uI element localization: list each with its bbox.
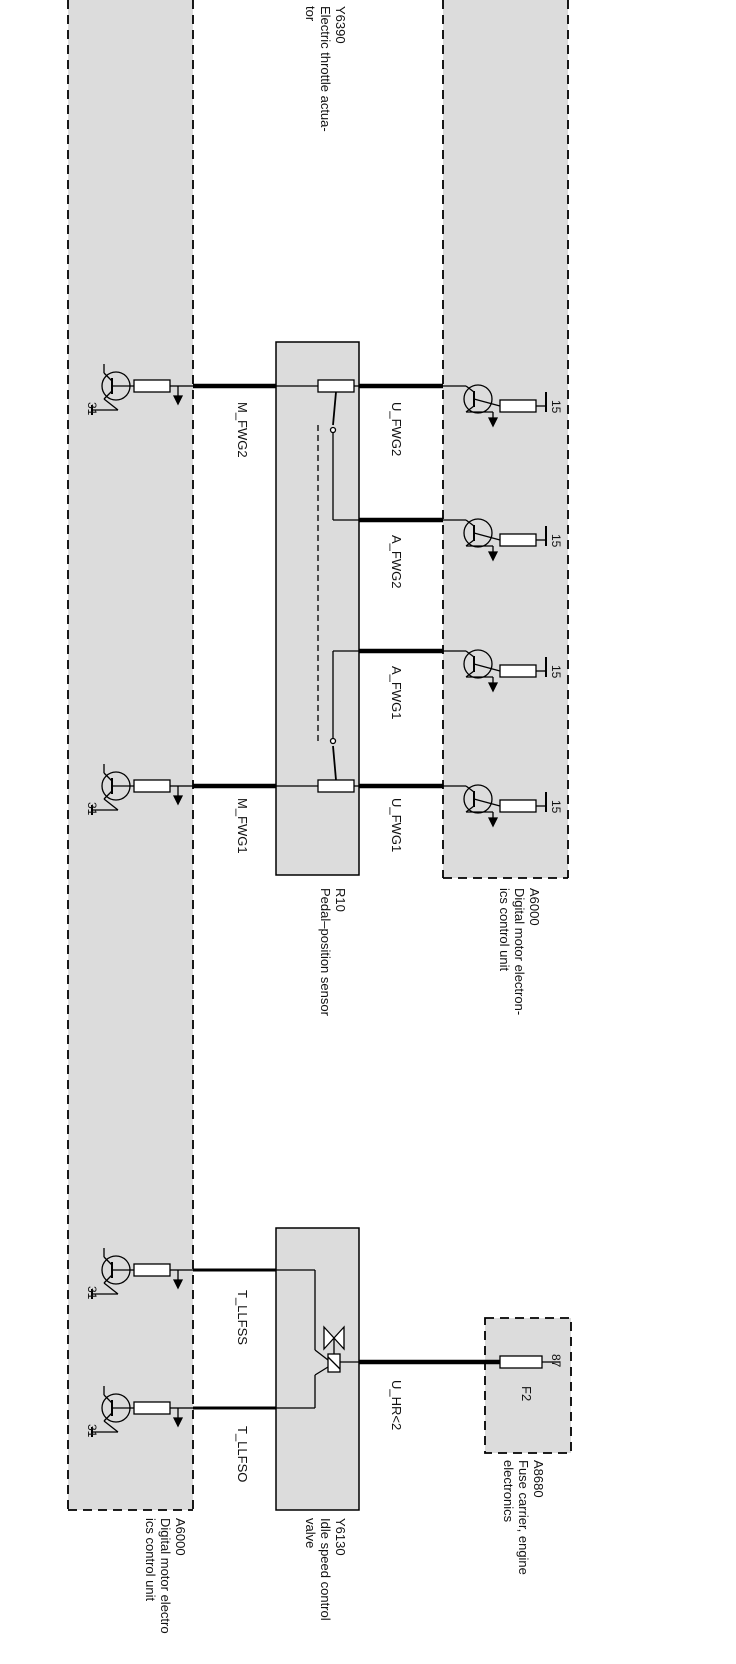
svg-text:Y6130: Y6130 (333, 1518, 348, 1556)
terminal-31-1: 31 (85, 402, 99, 416)
throttle-name: Electric throttle actua-tor (303, 6, 333, 132)
signal-label-t-llfss: T_LLFSS (235, 1290, 250, 1345)
ground-stage-4 (91, 1386, 193, 1437)
signal-label-a-fwg1: A_FWG1 (389, 666, 404, 719)
terminal-31-3: 31 (85, 1286, 99, 1300)
component-label-y6130: Y6130 Idle speed controlvalve (303, 1518, 348, 1621)
dme-ground-side-region (68, 0, 193, 1510)
signal-label-a-fwg2: A_FWG2 (389, 535, 404, 588)
signal-label-t-llfso: T_LLFSO (235, 1426, 250, 1482)
terminal-15-3: 15 (549, 665, 563, 679)
terminal-15-4: 15 (549, 800, 563, 814)
fuse-carrier-box (484, 1317, 572, 1454)
idle-valve-box (275, 1227, 360, 1511)
component-label-y6390: Y6390 Electric throttle actua-tor (303, 6, 348, 132)
svg-text:Y6390: Y6390 (333, 6, 348, 44)
svg-text:Pedal–position sensor: Pedal–position sensor (318, 888, 333, 1017)
signal-label-m-fwg1: M_FWG1 (235, 798, 250, 854)
component-label-r10: R10 Pedal–position sensor (318, 888, 348, 1017)
supply-stage-1 (443, 384, 547, 428)
component-label-a6000-left: A6000 Digital motor electroics control u… (143, 1518, 188, 1634)
terminal-87: 87 (549, 1354, 563, 1368)
fuse-f2 (499, 1355, 543, 1369)
svg-text:A8680: A8680 (531, 1460, 546, 1498)
svg-text:Fuse carrier, engineelectronic: Fuse carrier, engineelectronics (501, 1460, 531, 1575)
signal-label-u-fwg2: U_FWG2 (389, 402, 404, 456)
supply-stage-2 (443, 518, 547, 562)
signal-label-u-fwg1: U_FWG1 (389, 798, 404, 852)
svg-text:A6000: A6000 (527, 888, 542, 926)
terminal-15-1: 15 (549, 400, 563, 414)
component-label-a8680: A8680 Fuse carrier, engineelectronics (501, 1460, 546, 1575)
dme-supply-side-region (443, 0, 568, 878)
supply-stage-3 (443, 649, 547, 693)
svg-text:Digital motor electron-ics con: Digital motor electron-ics control unit (497, 888, 527, 1015)
ground-stage-3 (91, 1248, 193, 1299)
terminal-15-2: 15 (549, 534, 563, 548)
ground-stage-2 (91, 764, 193, 815)
ground-stage-1 (91, 364, 193, 415)
svg-text:A6000: A6000 (173, 1518, 188, 1556)
signal-label-u-hr: U_HR<2 (389, 1380, 404, 1430)
terminal-31-2: 31 (85, 802, 99, 816)
supply-stage-4 (443, 784, 547, 828)
terminal-31-4: 31 (85, 1424, 99, 1438)
svg-text:R10: R10 (333, 888, 348, 912)
svg-text:Idle speed controlvalve: Idle speed controlvalve (303, 1518, 333, 1621)
svg-text:Digital motor electroics contr: Digital motor electroics control unit (143, 1518, 173, 1634)
fuse-label-f2: F2 (519, 1386, 534, 1401)
component-label-a6000-right: A6000 Digital motor electron-ics control… (497, 888, 542, 1015)
signal-label-m-fwg2: M_FWG2 (235, 402, 250, 458)
